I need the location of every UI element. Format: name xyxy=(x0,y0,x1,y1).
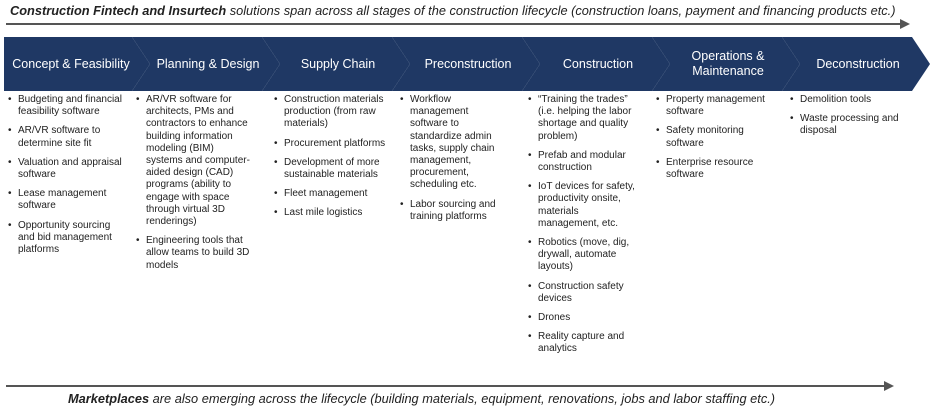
list-item: Construction safety devices xyxy=(528,281,642,305)
stage-preconstruction-chevron: Preconstruction xyxy=(392,37,540,91)
stage-construction-list: “Training the trades” (i.e. helping the … xyxy=(528,94,642,363)
stage-title: Deconstruction xyxy=(816,56,900,71)
stage-planning-list: AR/VR software for architects, PMs and c… xyxy=(136,94,252,279)
stage-operations-list: Property management software Safety moni… xyxy=(656,94,782,188)
list-item: Last mile logistics xyxy=(274,207,390,219)
list-item: Demolition tools xyxy=(790,94,900,106)
stage-deconstruction-list: Demolition tools Waste processing and di… xyxy=(790,94,900,145)
bottom-banner-text: are also emerging across the lifecycle (… xyxy=(149,391,776,406)
bottom-arrow-head-icon xyxy=(884,381,894,391)
stage-planning-chevron: Planning & Design xyxy=(132,37,280,91)
list-item: Robotics (move, dig, drywall, automate l… xyxy=(528,237,642,274)
stage-supply-chain-chevron: Supply Chain xyxy=(262,37,410,91)
stage-supply-chain-list: Construction materials production (from … xyxy=(274,94,390,227)
list-item: Valuation and appraisal software xyxy=(8,157,124,181)
list-item: Labor sourcing and training platforms xyxy=(400,199,508,223)
bottom-banner-bold: Marketplaces xyxy=(68,391,150,406)
stage-deconstruction-chevron: Deconstruction xyxy=(782,37,930,91)
top-banner-bold: Construction Fintech and Insurtech xyxy=(10,3,227,18)
bottom-banner: Marketplaces are also emerging across th… xyxy=(68,391,775,406)
stage-title: Operations & Maintenance xyxy=(691,49,765,78)
top-banner: Construction Fintech and Insurtech solut… xyxy=(10,3,895,18)
top-banner-text: solutions span across all stages of the … xyxy=(226,3,896,18)
list-item: Opportunity sourcing and bid management … xyxy=(8,220,124,257)
list-item: Enterprise resource software xyxy=(656,157,782,181)
list-item: Reality capture and analytics xyxy=(528,331,642,355)
list-item: Workflow management software to standard… xyxy=(400,94,508,192)
list-item: AR/VR software to determine site fit xyxy=(8,125,124,149)
list-item: AR/VR software for architects, PMs and c… xyxy=(136,94,252,228)
list-item: Construction materials production (from … xyxy=(274,94,390,131)
list-item: Development of more sustainable material… xyxy=(274,157,390,181)
top-arrow-head-icon xyxy=(900,19,910,29)
stage-title: Supply Chain xyxy=(300,56,376,71)
list-item: Budgeting and financial feasibility soft… xyxy=(8,94,124,118)
bottom-arrow-line xyxy=(6,385,886,387)
list-item: Fleet management xyxy=(274,188,390,200)
list-item: “Training the trades” (i.e. helping the … xyxy=(528,94,642,143)
stage-operations-chevron: Operations & Maintenance xyxy=(652,37,800,91)
list-item: Prefab and modular construction xyxy=(528,150,642,174)
list-item: Lease management software xyxy=(8,188,124,212)
list-item: IoT devices for safety, productivity ons… xyxy=(528,181,642,230)
list-item: Engineering tools that allow teams to bu… xyxy=(136,235,252,272)
list-item: Procurement platforms xyxy=(274,138,390,150)
stage-construction-chevron: Construction xyxy=(522,37,670,91)
stage-title: Concept & Feasibility xyxy=(12,56,130,71)
list-item: Property management software xyxy=(656,94,782,118)
list-item: Drones xyxy=(528,312,642,324)
stage-concept-list: Budgeting and financial feasibility soft… xyxy=(8,94,124,263)
stage-title: Planning & Design xyxy=(156,56,260,71)
list-item: Safety monitoring software xyxy=(656,125,782,149)
stage-preconstruction-list: Workflow management software to standard… xyxy=(400,94,508,230)
list-item: Waste processing and disposal xyxy=(790,113,900,137)
stage-title: Construction xyxy=(562,56,634,71)
stage-title: Preconstruction xyxy=(424,56,512,71)
stage-concept-chevron: Concept & Feasibility xyxy=(4,37,150,91)
top-arrow-line xyxy=(6,23,902,25)
